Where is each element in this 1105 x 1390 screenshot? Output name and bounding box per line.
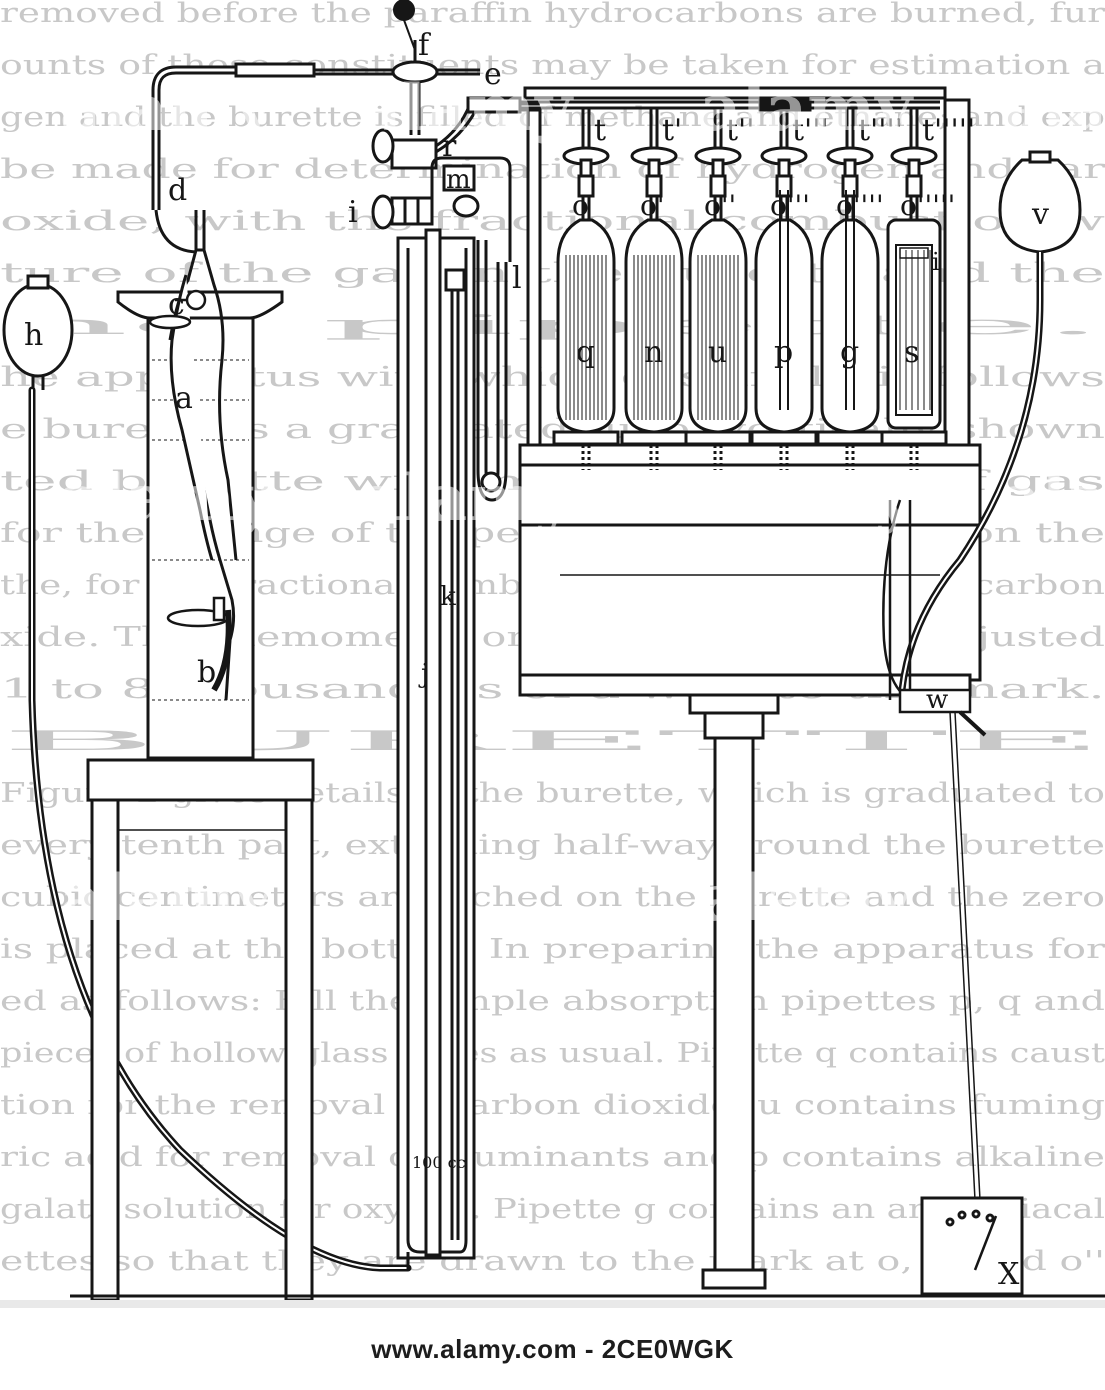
stock-watermark: alamy alamy alamy alamy alamy alamy alamy alamy… xyxy=(60,71,1105,936)
leveling-bulb-h xyxy=(2,274,412,1272)
label-t5: t''''' xyxy=(922,113,975,148)
watermark-tile: alamy xyxy=(1000,461,1105,536)
top-manifold xyxy=(234,40,480,135)
label-d: d xyxy=(168,173,187,208)
label-o3: o''' xyxy=(770,189,810,222)
stopcock-r xyxy=(371,102,540,170)
label-o4: o'''' xyxy=(836,189,884,222)
label-s: s xyxy=(904,335,919,370)
background-text-line: tion for the removal of carbon dioxide, … xyxy=(0,1090,1105,1121)
label-t4: t'''' xyxy=(858,113,903,148)
watermark-tile: alamy xyxy=(60,861,274,936)
absorption-pipettes: toqt'o'nt''o''ut'''o'''pt''''o''''gt''''… xyxy=(552,108,975,470)
label-i-pipette: i xyxy=(932,248,940,276)
burette-j-k xyxy=(396,228,476,1270)
stand-and-jar xyxy=(86,290,315,1302)
label-e: e xyxy=(484,57,502,92)
label-u: u xyxy=(708,335,727,370)
label-t: t xyxy=(594,113,606,148)
footer-caption: www.alamy.com - 2CE0WGK xyxy=(371,1334,734,1364)
label-j: j xyxy=(418,659,429,689)
watermark-tile: alamy xyxy=(60,461,274,536)
background-text-line: every tenth part, extending half-way aro… xyxy=(0,830,1105,861)
label-w: w xyxy=(926,685,948,715)
watermark-tile: alamy xyxy=(360,71,574,146)
label-m: m xyxy=(446,165,471,195)
label-i: i xyxy=(348,195,358,230)
watermark-tile: alamy xyxy=(700,461,914,536)
label-t1: t' xyxy=(662,113,682,148)
pipette-rack xyxy=(518,86,982,697)
watermark-tile: alamy xyxy=(1000,71,1105,146)
label-t2: t'' xyxy=(726,113,755,148)
label-o: o xyxy=(572,189,589,222)
valve-f-handle xyxy=(393,0,416,51)
label-q: q xyxy=(576,335,595,370)
pipette-n: t' o' n xyxy=(620,108,688,470)
stopcock-c xyxy=(148,289,207,330)
column-stand xyxy=(688,693,780,1290)
stopcock-i xyxy=(371,194,434,230)
pipette-q: t o q xyxy=(552,108,620,470)
pipette-p: t''' o''' p xyxy=(750,108,829,470)
leveling-bulb-v xyxy=(898,150,1082,691)
label-l: l xyxy=(512,261,522,296)
sampling-tube-a xyxy=(151,65,238,701)
label-o2: o'' xyxy=(704,189,736,222)
background-text-line: is placed at the bottom. In preparing th… xyxy=(0,934,1105,965)
label-n: n xyxy=(644,335,663,370)
connection-wires xyxy=(882,499,987,1201)
label-burette-mark: 100 cc xyxy=(412,1153,466,1172)
label-v: v xyxy=(1031,197,1049,232)
figure-labels: a b c d e f h i j k l m r v w X 100 cc i xyxy=(24,28,1049,1292)
pipette-g: t'''' o'''' g xyxy=(816,108,903,470)
stopcock-b xyxy=(166,596,232,692)
label-k: k xyxy=(440,582,456,612)
label-t3: t''' xyxy=(792,113,829,148)
label-p: p xyxy=(774,335,793,370)
background-text-line: removed before the paraffin hydrocarbons… xyxy=(0,0,1105,29)
manometer-m-l xyxy=(430,156,512,502)
image-footer: www.alamy.com - 2CE0WGK xyxy=(0,1300,1105,1390)
label-b: b xyxy=(197,655,216,690)
label-c: c xyxy=(168,287,185,322)
watermark-tile: alamy xyxy=(700,861,914,936)
watermark-tile: alamy xyxy=(700,71,914,146)
footer-divider xyxy=(0,1300,1105,1308)
apparatus-figure: removed before the paraffin hydrocarbons… xyxy=(0,0,1105,1302)
label-a: a xyxy=(175,381,193,416)
pipette-u: t'' o'' u xyxy=(684,108,755,470)
label-f: f xyxy=(418,28,431,63)
background-text-line: ric acid for removal of illuminants and … xyxy=(0,1142,1105,1173)
watermark-tile: alamy xyxy=(360,461,574,536)
label-g: g xyxy=(840,335,859,370)
label-r: r xyxy=(442,129,457,164)
label-o5: o''''' xyxy=(900,189,955,222)
background-text-line: pieces of hollow glass tubes as usual. P… xyxy=(0,1038,1105,1069)
meter-x xyxy=(920,1196,1024,1296)
gas-analysis-apparatus-drawing: removed before the paraffin hydrocarbons… xyxy=(0,0,1105,1302)
background-text-line: cubic centimeters are etched on the bure… xyxy=(0,882,1105,913)
background-text-line: be made for determination of hydrogen an… xyxy=(0,154,1105,185)
label-x: X xyxy=(998,1257,1020,1292)
watermark-tile: alamy xyxy=(60,71,274,146)
background-text-line: ed as follows: Fill the simple absorptio… xyxy=(0,986,1105,1017)
pipette-s: t''''' o''''' s xyxy=(880,108,975,470)
label-h: h xyxy=(24,318,43,353)
label-o1: o' xyxy=(640,189,665,222)
